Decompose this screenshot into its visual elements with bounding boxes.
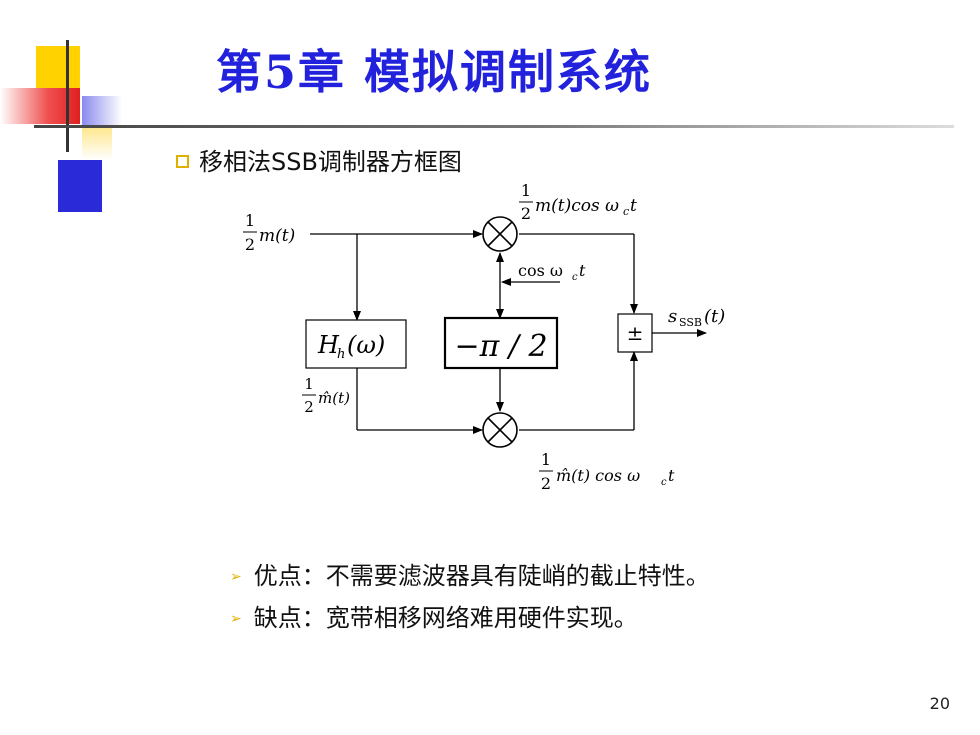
- hilbert-arg: (ω): [347, 331, 385, 359]
- subtitle-text: 移相法SSB调制器方框图: [199, 148, 462, 176]
- deco-blue-square: [58, 160, 102, 212]
- slide-title: 第5章 模拟调制系统: [216, 45, 653, 99]
- bullet-advantage-text: 优点：不需要滤波器具有陡峭的截止特性。: [253, 562, 710, 590]
- top-out-den: 2: [521, 204, 531, 223]
- hilbert-label: H: [317, 331, 340, 359]
- top-multiplier: [482, 216, 518, 252]
- bullet-disadvantage-text: 缺点：宽带相移网络难用硬件实现。: [253, 604, 638, 632]
- deco-blue-fade: [82, 96, 122, 126]
- hilbert-sub: h: [337, 347, 345, 362]
- bullet-arrow-icon: ➢: [230, 569, 242, 585]
- hilbert-out-den: 2: [304, 398, 314, 416]
- bullet-arrow-icon: ➢: [230, 611, 242, 627]
- title-rule: [34, 125, 954, 128]
- bottom-out-den: 2: [541, 474, 551, 493]
- deco-yellow-fade: [82, 128, 112, 160]
- top-mult-output-label: m(t)cos ω: [535, 196, 619, 216]
- top-mult-output-sub: c: [623, 205, 629, 218]
- hilbert-output-label: m̂(t): [318, 389, 350, 407]
- output-arg: (t): [704, 306, 725, 327]
- bullet-disadvantage: ➢ 缺点：宽带相移网络难用硬件实现。: [230, 598, 638, 633]
- adder-block: [617, 313, 653, 353]
- phase-shift-block: [443, 316, 559, 370]
- hilbert-block: [305, 319, 407, 369]
- top-mult-output-t: t: [630, 196, 637, 216]
- output-label: s: [668, 306, 677, 327]
- carrier-t: t: [579, 261, 586, 280]
- deco-vertical-line: [66, 40, 69, 152]
- bottom-mult-output-sub: c: [661, 477, 667, 488]
- bullet-advantage: ➢ 优点：不需要滤波器具有陡峭的截止特性。: [230, 556, 710, 591]
- adder-symbol: ±: [627, 321, 644, 345]
- hilbert-out-num: 1: [304, 375, 314, 393]
- input-label: m(t): [259, 226, 295, 246]
- subtitle: 移相法SSB调制器方框图: [176, 142, 462, 177]
- bottom-out-num: 1: [541, 450, 551, 469]
- page-number: 20: [929, 694, 950, 713]
- carrier-label: cos ω: [518, 261, 563, 280]
- bottom-mult-output-label: m̂(t) cos ω: [556, 466, 640, 485]
- deco-yellow-square: [36, 46, 80, 90]
- input-coef-den: 2: [245, 235, 255, 254]
- bottom-mult-output-t: t: [668, 466, 675, 485]
- input-coef-num: 1: [245, 211, 255, 230]
- carrier-sub: c: [572, 272, 578, 283]
- phase-shift-label: −π / 2: [454, 329, 547, 364]
- top-out-num: 1: [521, 181, 531, 200]
- output-sub: SSB: [679, 316, 702, 329]
- bottom-multiplier: [482, 412, 518, 448]
- bullet-square-icon: [176, 154, 189, 168]
